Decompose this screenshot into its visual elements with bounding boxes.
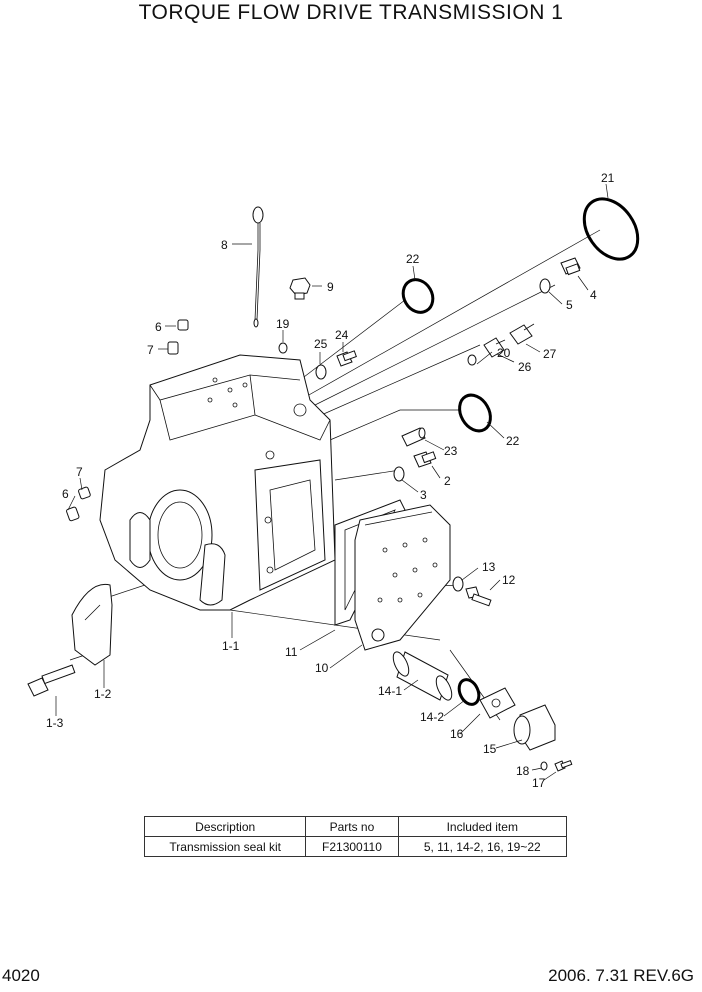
- callout-13: 13: [482, 560, 496, 574]
- plug-9: [289, 277, 311, 300]
- cover-10: [354, 504, 451, 651]
- callout-labels: 21 8 22 9 4 5 19 24 6 25 27 7 26 20 22 2…: [46, 171, 615, 790]
- leader-lines: [55, 183, 609, 781]
- callout-9: 9: [327, 280, 334, 294]
- pipe-14-1: [392, 651, 453, 701]
- table-header-row: Description Parts no Included item: [143, 816, 568, 837]
- washers: [315, 278, 551, 771]
- page-number: 4020: [2, 966, 40, 985]
- callout-25: 25: [314, 337, 328, 351]
- callout-14-2: 14-2: [420, 710, 444, 724]
- o-rings: [278, 197, 640, 706]
- cell-parts-no: F21300110: [305, 836, 399, 857]
- callout-6a: 6: [155, 320, 162, 334]
- callout-15: 15: [483, 742, 497, 756]
- callout-7b: 7: [76, 465, 83, 479]
- callout-14-1: 14-1: [378, 684, 402, 698]
- revision-date: 2006. 7.31 REV.6G: [548, 966, 694, 985]
- plugs: [66, 319, 189, 522]
- column-header-description: Description: [143, 816, 307, 837]
- column-header-included-item: Included item: [397, 816, 568, 837]
- callout-5: 5: [566, 298, 573, 312]
- seal-kit-table: Description Parts no Included item Trans…: [143, 816, 568, 857]
- callout-12: 12: [502, 573, 516, 587]
- callout-8: 8: [221, 238, 228, 252]
- callout-2: 2: [444, 474, 451, 488]
- callout-19: 19: [276, 317, 290, 331]
- dipstick: [252, 206, 264, 328]
- callout-27: 27: [543, 347, 557, 361]
- callout-26: 26: [518, 360, 532, 374]
- callout-10: 10: [315, 661, 329, 675]
- page-title: TORQUE FLOW DRIVE TRANSMISSION 1: [138, 1, 564, 24]
- transmission-housing: [99, 354, 336, 611]
- cell-description: Transmission seal kit: [143, 836, 307, 857]
- table-row: Transmission seal kit F21300110 5, 11, 1…: [143, 836, 568, 857]
- callout-20: 20: [497, 346, 511, 360]
- bolts: [27, 257, 581, 772]
- callout-21: 21: [601, 171, 615, 185]
- callout-11: 11: [285, 645, 298, 659]
- callout-6b: 6: [62, 487, 69, 501]
- callout-23: 23: [444, 444, 458, 458]
- callout-18: 18: [516, 764, 530, 778]
- callout-1-3: 1-3: [46, 716, 64, 730]
- callout-4: 4: [590, 288, 597, 302]
- callout-3: 3: [420, 488, 427, 502]
- flange-16: [479, 687, 516, 719]
- sleeve-23: [401, 427, 426, 447]
- callout-1-1: 1-1: [222, 639, 240, 653]
- callout-1-2: 1-2: [94, 687, 112, 701]
- callout-24: 24: [335, 328, 349, 342]
- cap-15: [513, 704, 556, 751]
- callout-17: 17: [532, 776, 546, 790]
- callout-22b: 22: [506, 434, 520, 448]
- bracket-1-2: [71, 583, 113, 666]
- cell-included-item: 5, 11, 14-2, 16, 19~22: [397, 836, 568, 857]
- callout-22a: 22: [406, 252, 420, 266]
- callout-16: 16: [450, 727, 464, 741]
- callout-7a: 7: [147, 343, 154, 357]
- sensors: [483, 323, 535, 358]
- column-header-parts-no: Parts no: [305, 816, 399, 837]
